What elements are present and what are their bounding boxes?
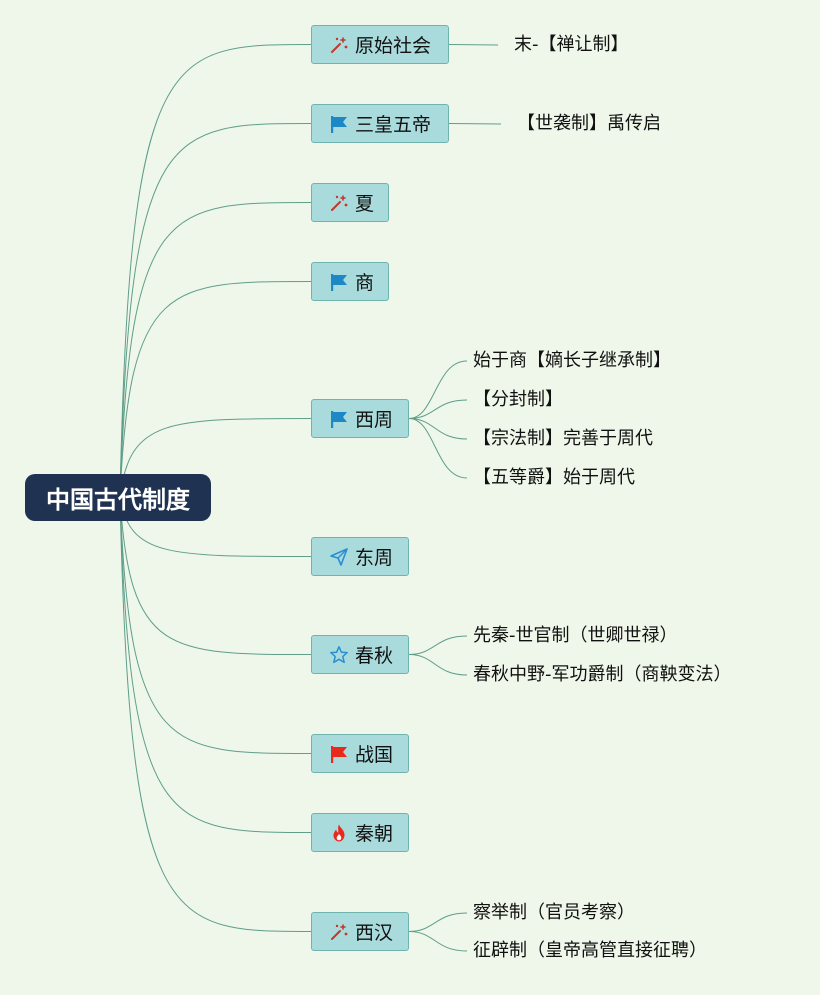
leaf-connector bbox=[408, 399, 468, 419]
sparkle-icon bbox=[329, 35, 349, 55]
fire-icon bbox=[329, 823, 349, 843]
leaf-item[interactable]: 【宗法制】完善于周代 bbox=[473, 428, 653, 449]
leaf-item[interactable]: 先秦-世官制（世卿世禄） bbox=[473, 625, 678, 646]
root-connector-b4 bbox=[119, 281, 312, 498]
flag-blue-icon bbox=[329, 272, 349, 292]
leaf-item[interactable]: 春秋中野-军功爵制（商鞅变法） bbox=[473, 664, 732, 685]
branch-label: 秦朝 bbox=[355, 823, 394, 845]
leaf-item[interactable]: 末-【禅让制】 bbox=[514, 34, 629, 55]
paper-plane-icon bbox=[329, 547, 349, 567]
branch-node-b5[interactable]: 西周 bbox=[311, 399, 409, 438]
branch-node-b6[interactable]: 东周 bbox=[311, 537, 409, 576]
flag-blue-icon bbox=[329, 114, 349, 134]
branch-node-b4[interactable]: 商 bbox=[311, 262, 389, 301]
leaf-connector bbox=[408, 931, 468, 952]
flag-red-icon bbox=[329, 744, 349, 764]
leaf-connector bbox=[408, 654, 468, 676]
branch-label: 东周 bbox=[355, 547, 394, 569]
leaf-item[interactable]: 始于商【嫡长子继承制】 bbox=[473, 350, 671, 371]
leaf-item[interactable]: 征辟制（皇帝高管直接征聘） bbox=[473, 940, 707, 961]
root-connector-b2 bbox=[119, 123, 312, 498]
leaf-connector bbox=[408, 635, 468, 655]
branch-label: 原始社会 bbox=[355, 35, 432, 57]
branch-label: 西汉 bbox=[355, 922, 394, 944]
root-connector-b1 bbox=[119, 44, 312, 498]
leaf-item[interactable]: 【分封制】 bbox=[473, 389, 563, 410]
sparkle-icon bbox=[329, 922, 349, 942]
sparkle-icon bbox=[329, 193, 349, 213]
leaf-connector bbox=[448, 123, 502, 125]
root-label: 中国古代制度 bbox=[46, 486, 190, 514]
branch-label: 三皇五帝 bbox=[355, 114, 432, 136]
branch-label: 商 bbox=[355, 272, 375, 294]
branch-node-b10[interactable]: 西汉 bbox=[311, 912, 409, 951]
leaf-item[interactable]: 察举制（官员考察） bbox=[473, 902, 635, 923]
leaf-connector bbox=[408, 912, 468, 932]
branch-node-b1[interactable]: 原始社会 bbox=[311, 25, 449, 64]
branch-node-b9[interactable]: 秦朝 bbox=[311, 813, 409, 852]
leaf-connector bbox=[448, 44, 499, 46]
leaf-item[interactable]: 【五等爵】始于周代 bbox=[473, 467, 635, 488]
branch-label: 夏 bbox=[355, 193, 375, 215]
leaf-connector bbox=[408, 360, 468, 419]
root-connector-b10 bbox=[119, 496, 312, 932]
branch-label: 西周 bbox=[355, 409, 394, 431]
branch-node-b7[interactable]: 春秋 bbox=[311, 635, 409, 674]
branch-node-b8[interactable]: 战国 bbox=[311, 734, 409, 773]
leaf-connector bbox=[408, 418, 468, 479]
branch-label: 战国 bbox=[355, 744, 394, 766]
root-node[interactable]: 中国古代制度 bbox=[25, 474, 211, 521]
leaf-item[interactable]: 【世袭制】禹传启 bbox=[517, 113, 661, 134]
branch-label: 春秋 bbox=[355, 645, 394, 667]
branch-node-b2[interactable]: 三皇五帝 bbox=[311, 104, 449, 143]
root-connector-b3 bbox=[119, 202, 312, 498]
star-icon bbox=[329, 645, 349, 665]
root-connector-b9 bbox=[119, 496, 312, 833]
flag-blue-icon bbox=[329, 409, 349, 429]
leaf-connector bbox=[408, 418, 468, 440]
root-connector-b8 bbox=[119, 496, 312, 754]
root-connector-b7 bbox=[119, 496, 312, 655]
root-connector-b5 bbox=[119, 418, 312, 498]
branch-node-b3[interactable]: 夏 bbox=[311, 183, 389, 222]
